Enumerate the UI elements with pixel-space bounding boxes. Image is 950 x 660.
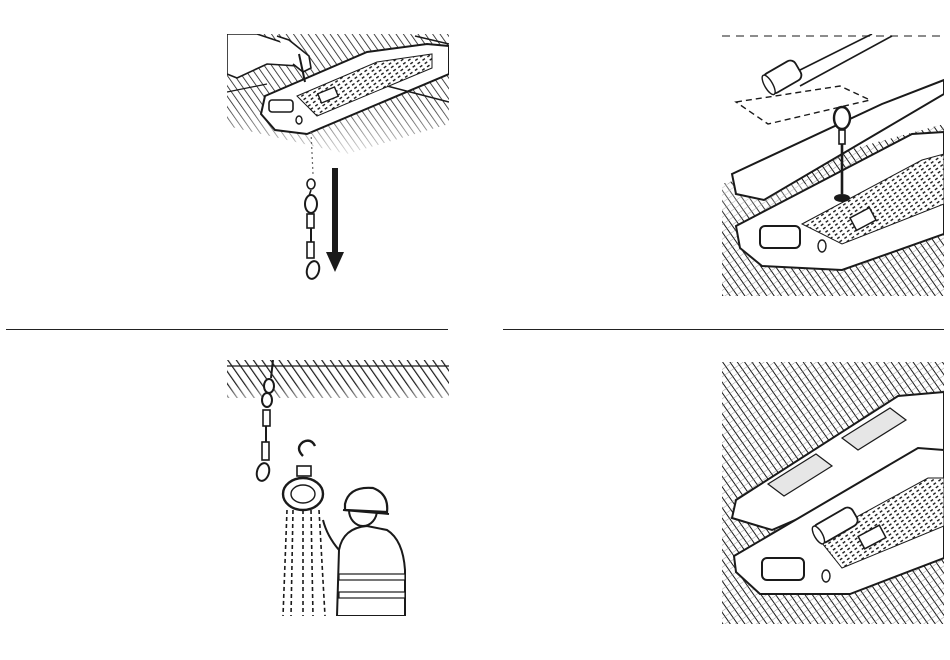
section-divider-right [503,329,944,330]
illustration-step-3 [227,360,449,616]
illustration-step-2 [722,34,944,296]
section-divider-left [6,329,448,330]
illustration-step-1 [227,34,449,292]
illustration-step-4 [722,362,944,624]
